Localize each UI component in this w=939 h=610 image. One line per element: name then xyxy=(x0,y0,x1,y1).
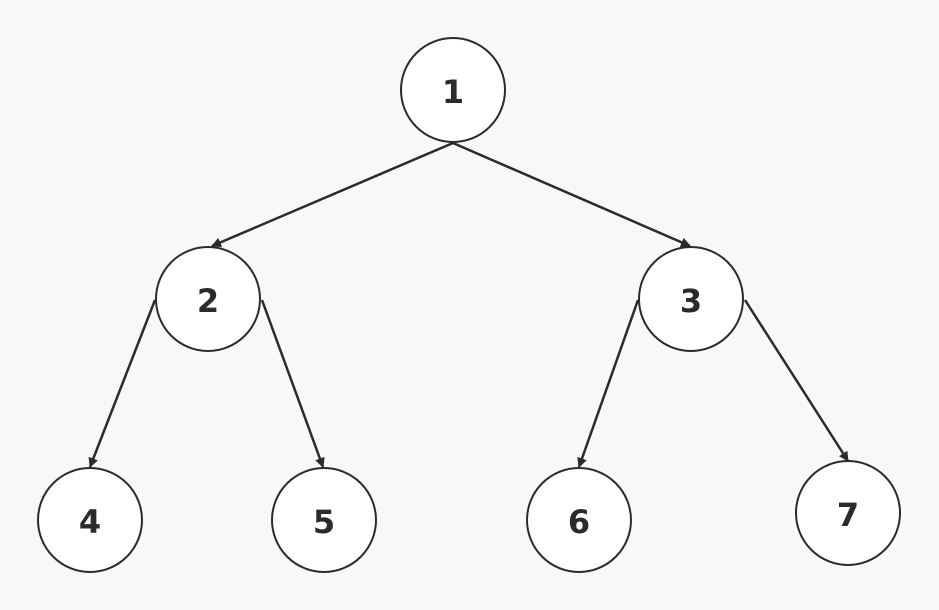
edge-1-3 xyxy=(452,141,691,248)
node-label: 5 xyxy=(313,503,335,541)
node-label: 2 xyxy=(197,282,219,320)
tree-node-1: 1 xyxy=(400,37,506,143)
edge-2-4 xyxy=(88,299,157,468)
node-circle xyxy=(271,467,377,573)
edge-1-2 xyxy=(211,141,454,248)
tree-node-5: 5 xyxy=(271,467,377,573)
node-label: 7 xyxy=(837,496,859,534)
node-circle xyxy=(400,37,506,143)
edge-2-5 xyxy=(260,299,325,468)
edge-3-6 xyxy=(577,299,640,468)
node-label: 6 xyxy=(568,503,590,541)
node-label: 3 xyxy=(680,282,702,320)
tree-node-3: 3 xyxy=(638,246,744,352)
tree-node-2: 2 xyxy=(155,246,261,352)
tree-node-7: 7 xyxy=(795,460,901,566)
node-circle xyxy=(638,246,744,352)
edges-layer xyxy=(88,141,850,468)
node-circle xyxy=(526,467,632,573)
node-label: 1 xyxy=(442,73,464,111)
edge-3-7 xyxy=(743,299,850,462)
node-circle xyxy=(155,246,261,352)
tree-node-6: 6 xyxy=(526,467,632,573)
node-label: 4 xyxy=(79,503,101,541)
node-circle xyxy=(37,467,143,573)
node-circle xyxy=(795,460,901,566)
tree-node-4: 4 xyxy=(37,467,143,573)
